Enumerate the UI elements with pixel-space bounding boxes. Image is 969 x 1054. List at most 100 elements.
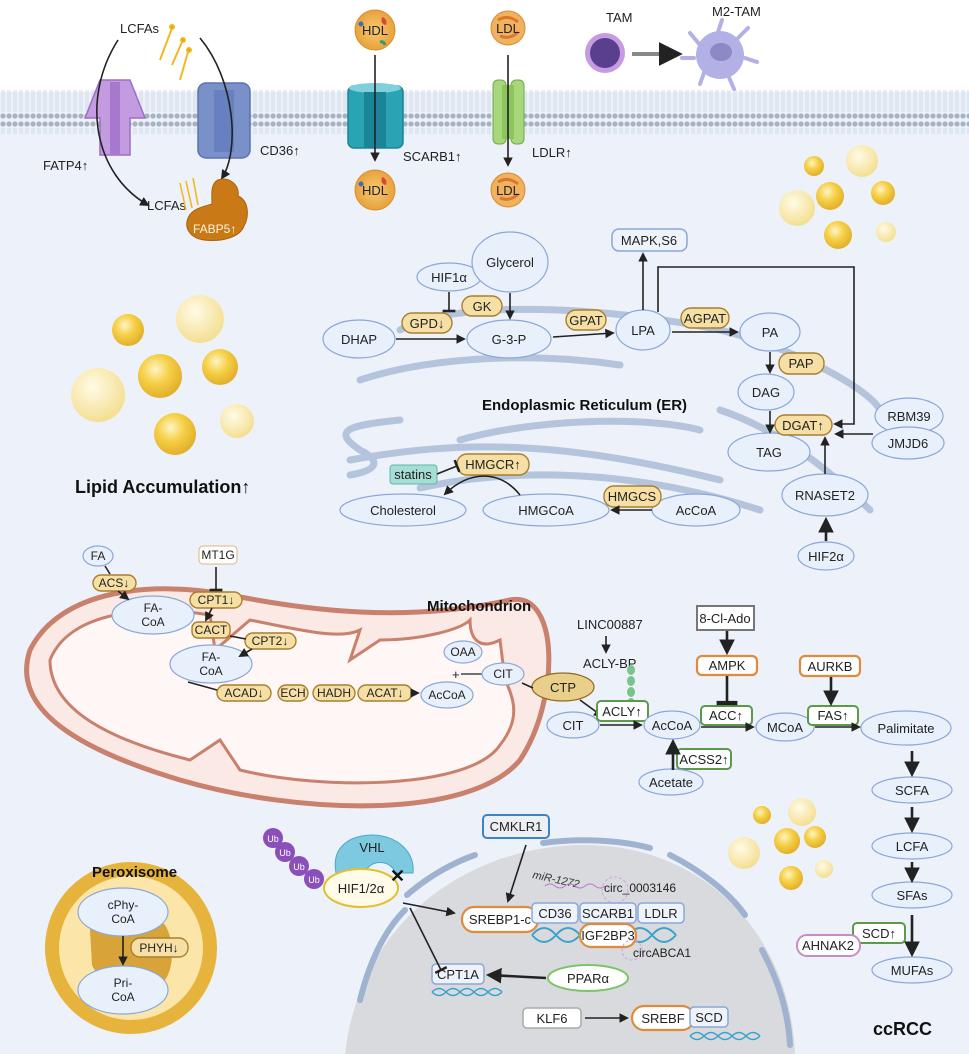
enzyme-cact: CACT xyxy=(191,621,231,639)
hdl-particle-outside: HDL xyxy=(354,9,396,51)
hif12a-protein: HIF1/2α xyxy=(323,868,399,908)
node-tag: TAG xyxy=(727,432,811,472)
cell-type-label: ccRCC xyxy=(873,1019,932,1039)
lipid-accumulation-label: Lipid Accumulation↑ xyxy=(75,477,250,497)
enzyme-phyh: PHYH↓ xyxy=(130,937,189,958)
mirna-strand-icon xyxy=(544,883,606,889)
ldl-particle-outside: LDL xyxy=(490,10,526,46)
svg-text:Pri-: Pri- xyxy=(114,976,133,990)
circ-abca1-label: circABCA1 xyxy=(633,946,691,960)
svg-text:FA-: FA- xyxy=(202,650,221,664)
enzyme-cpt1: CPT1↓ xyxy=(189,591,243,609)
ldlr-label: LDLR↑ xyxy=(532,145,572,160)
ldl-label-outside: LDL xyxy=(496,21,520,36)
svg-text:SFAs: SFAs xyxy=(896,888,928,903)
svg-text:PHYH↓: PHYH↓ xyxy=(139,941,178,955)
svg-text:ECH: ECH xyxy=(280,686,305,700)
svg-text:CPT2↓: CPT2↓ xyxy=(252,634,289,648)
svg-text:ACC↑: ACC↑ xyxy=(709,708,743,723)
svg-text:GPD↓: GPD↓ xyxy=(410,316,445,331)
svg-text:AHNAK2: AHNAK2 xyxy=(802,938,854,953)
scarb1-label: SCARB1↑ xyxy=(403,149,462,164)
drug-8-cl-ado: 8-Cl-Ado xyxy=(696,605,755,631)
svg-text:LCFA: LCFA xyxy=(896,839,929,854)
node-lpa: LPA xyxy=(615,309,671,351)
svg-text:ACS↓: ACS↓ xyxy=(99,576,130,590)
nucleus xyxy=(345,837,795,1054)
svg-text:Ub: Ub xyxy=(279,848,291,858)
node-srebp1c: SREBP1-c xyxy=(460,905,540,934)
cd36-transporter xyxy=(197,82,251,159)
svg-text:JMJD6: JMJD6 xyxy=(888,436,928,451)
svg-text:Acetate: Acetate xyxy=(649,775,693,790)
svg-text:SCD↑: SCD↑ xyxy=(862,926,896,941)
svg-text:SCARB1: SCARB1 xyxy=(582,906,634,921)
svg-text:AcCoA: AcCoA xyxy=(652,718,693,733)
er-title: Endoplasmic Reticulum (ER) xyxy=(482,397,687,414)
svg-text:HADH: HADH xyxy=(317,686,351,700)
enzyme-scd: SCD↑ xyxy=(852,922,906,944)
svg-text:Ub: Ub xyxy=(267,834,279,844)
enzyme-acc: ACC↑ xyxy=(700,705,753,726)
svg-text:DAG: DAG xyxy=(752,385,780,400)
hdl-label-outside: HDL xyxy=(362,23,388,38)
enzyme-dgat: DGAT↑ xyxy=(774,414,833,436)
tam-cell-icon xyxy=(585,33,625,73)
node-cphy-coa: cPhy-CoA xyxy=(77,887,169,937)
svg-text:GK: GK xyxy=(473,299,492,314)
svg-text:AURKB: AURKB xyxy=(808,659,853,674)
svg-text:HMGCS: HMGCS xyxy=(608,489,657,504)
circrna-ring-icon-2 xyxy=(621,939,643,961)
svg-text:KLF6: KLF6 xyxy=(536,1011,567,1026)
svg-text:PA: PA xyxy=(762,325,779,340)
plus-sign: + xyxy=(452,667,460,682)
svg-text:AcCoA: AcCoA xyxy=(428,688,465,702)
svg-text:DGAT↑: DGAT↑ xyxy=(782,418,824,433)
node-igf2bp3: IGF2BP3 xyxy=(578,922,638,949)
ldl-label-inside: LDL xyxy=(496,183,520,198)
enzyme-acad: ACAD↓ xyxy=(216,684,272,702)
svg-text:HIF1α: HIF1α xyxy=(431,270,467,285)
node-pri-coa: Pri-CoA xyxy=(77,965,169,1015)
node-oaa: OAA xyxy=(443,640,483,664)
svg-text:CoA: CoA xyxy=(111,990,134,1004)
svg-text:8-Cl-Ado: 8-Cl-Ado xyxy=(699,611,750,626)
fatty-acid-chains-icon xyxy=(159,24,192,81)
svg-text:CTP: CTP xyxy=(550,680,576,695)
tam-label: TAM xyxy=(606,10,632,25)
node-accoa-mito: AcCoA xyxy=(420,681,474,709)
svg-text:SCD: SCD xyxy=(695,1010,722,1025)
mitochondrion-title: Mitochondrion xyxy=(427,598,531,615)
svg-text:statins: statins xyxy=(394,467,432,482)
svg-text:Glycerol: Glycerol xyxy=(486,255,534,270)
enzyme-pap: PAP xyxy=(778,352,825,375)
svg-text:Cholesterol: Cholesterol xyxy=(370,503,436,518)
enzyme-cpt2: CPT2↓ xyxy=(244,632,297,650)
gene-scarb1: SCARB1 xyxy=(579,902,637,924)
blocked-x-icon: ✕ xyxy=(390,866,405,886)
node-ppara: PPARα xyxy=(547,964,629,992)
enzyme-gpd: GPD↓ xyxy=(401,312,453,334)
svg-text:VHL: VHL xyxy=(359,840,384,855)
fatty-acid-bound-icon xyxy=(179,177,199,211)
hdl-label-inside: HDL xyxy=(362,183,388,198)
node-klf6: KLF6 xyxy=(522,1007,582,1029)
svg-text:FA-: FA- xyxy=(144,601,163,615)
gene-scd: SCD xyxy=(689,1006,729,1028)
svg-text:IGF2BP3: IGF2BP3 xyxy=(581,928,634,943)
node-cit-cyto: CIT xyxy=(546,711,600,739)
cd36-label: CD36↑ xyxy=(260,143,300,158)
er-arrows xyxy=(396,252,873,541)
enzyme-hmgcr: HMGCR↑ xyxy=(456,453,530,476)
svg-text:SCFA: SCFA xyxy=(895,783,929,798)
node-pa: PA xyxy=(739,312,801,352)
svg-text:ACLY↑: ACLY↑ xyxy=(602,704,642,719)
vhl-protein: VHL xyxy=(334,834,414,874)
svg-text:HMGCR↑: HMGCR↑ xyxy=(465,457,521,472)
lipid-droplets-left xyxy=(71,295,254,455)
node-dhap: DHAP xyxy=(322,319,396,359)
gene-ldlr: LDLR xyxy=(637,902,685,924)
svg-text:CIT: CIT xyxy=(493,667,513,681)
lcfas-intracellular: LCFAs xyxy=(147,198,187,213)
fatp4-uptake-arrow xyxy=(96,39,150,206)
